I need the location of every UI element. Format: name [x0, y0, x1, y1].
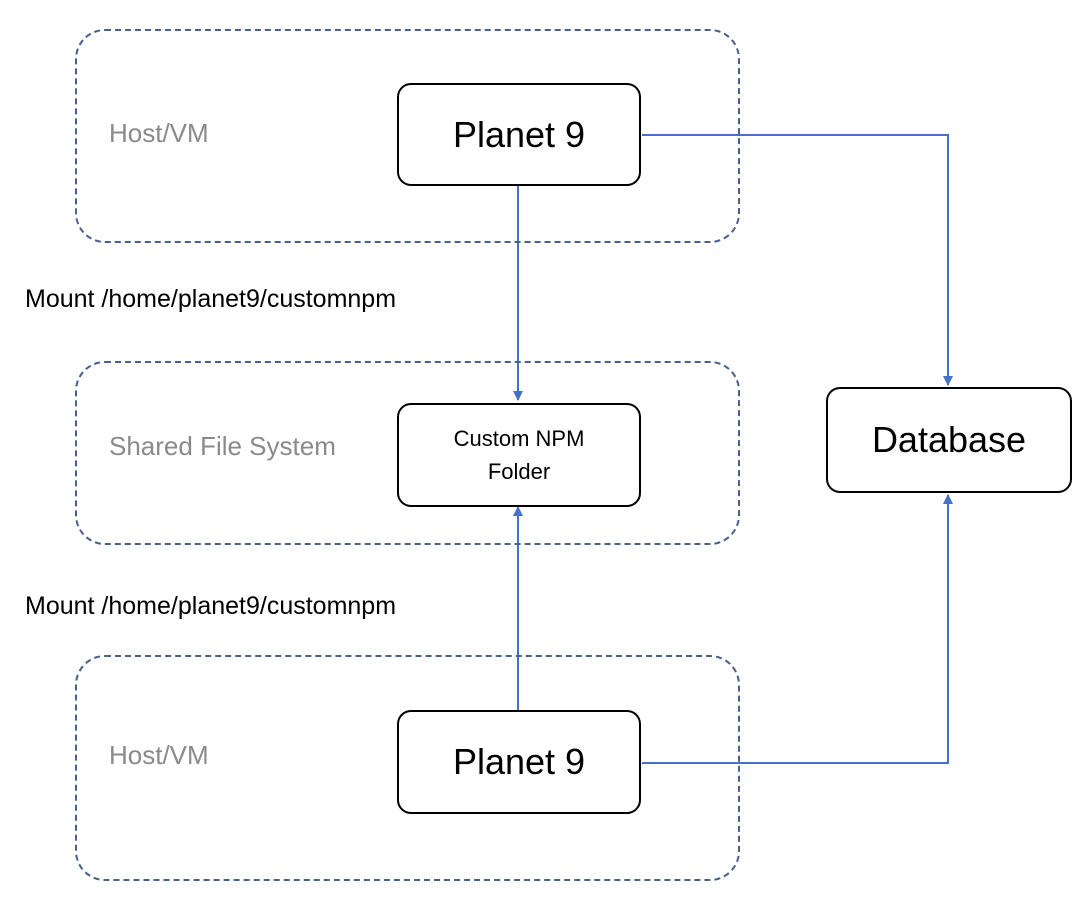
- arrow-planet9-top-to-database: [642, 134, 953, 386]
- arrow-planet9-bottom-to-database: [642, 494, 953, 764]
- host-vm-zone-top: [75, 29, 740, 243]
- planet9-node-bottom: Planet 9: [397, 710, 641, 814]
- shared-file-system-zone: [75, 361, 740, 545]
- database-node: Database: [826, 387, 1072, 493]
- planet9-node-top-label: Planet 9: [452, 113, 586, 155]
- mount-label-top: Mount /home/planet9/customnpm: [25, 285, 397, 313]
- planet9-node-bottom-label: Planet 9: [452, 741, 586, 782]
- database-node-label: Database: [871, 419, 1027, 460]
- custom-npm-folder-label-line2: Folder: [487, 459, 551, 484]
- host-vm-zone-bottom-label: Host/VM: [109, 740, 209, 770]
- custom-npm-folder-label-line1: Custom NPM: [453, 426, 585, 451]
- host-vm-zone-top-label: Host/VM: [109, 118, 209, 148]
- host-vm-zone-bottom: [75, 655, 740, 881]
- planet9-node-top: Planet 9: [397, 83, 641, 186]
- mount-label-bottom: Mount /home/planet9/customnpm: [25, 592, 397, 620]
- custom-npm-folder-node: Custom NPM Folder: [397, 403, 641, 507]
- shared-file-system-zone-label: Shared File System: [109, 431, 336, 461]
